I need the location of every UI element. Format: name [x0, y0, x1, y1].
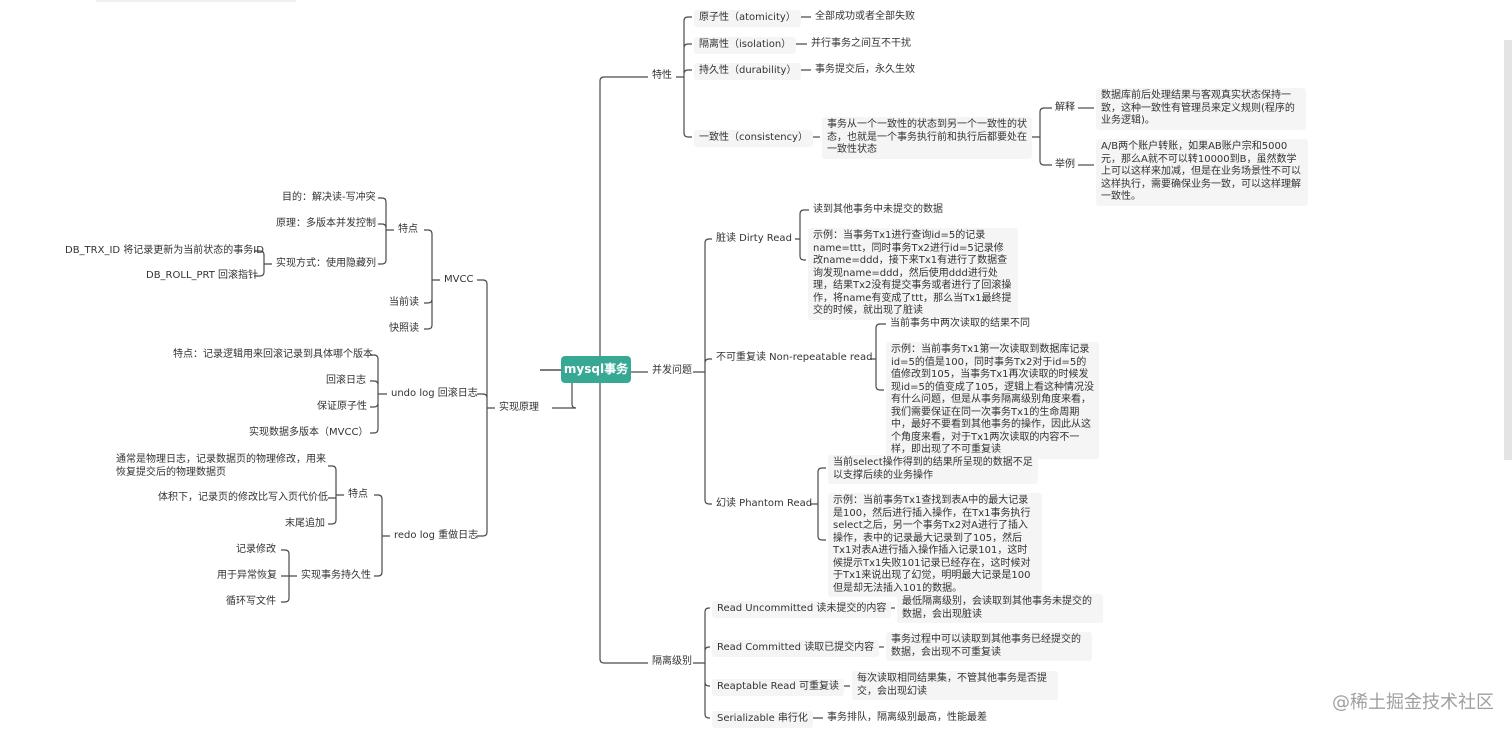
node-isolation[interactable]: 隔离性（isolation） — [694, 37, 797, 54]
text-example: A/B两个账户转账，如果AB账户宗和5000元，那么A就不可以转10000到B，… — [1096, 139, 1308, 206]
example-dirty-read: 示例：当事务Tx1进行查询id=5的记录name=ttt，同时事务Tx2进行id… — [808, 228, 1018, 320]
mvcc-roll-ptr: DB_ROLL_PRT 回滚指针 — [146, 270, 259, 281]
node-read-uncommitted[interactable]: Read Uncommitted 读未提交的内容 — [712, 601, 892, 618]
desc-consistency: 事务从一个一致性的状态到另一个一致性的状态，也就是一个事务执行前和执行后都要处在… — [822, 117, 1032, 159]
desc-read-committed: 事务过程中可以读取到其他事务已经提交的数据，会出现不可重复读 — [886, 632, 1092, 661]
node-explain[interactable]: 解释 — [1055, 102, 1075, 113]
undo-rollback: 回滚日志 — [326, 375, 366, 386]
redo-recover: 用于异常恢复 — [217, 570, 277, 581]
mvcc-goal: 目的：解决读-写冲突 — [282, 192, 376, 203]
node-implementation[interactable]: 实现原理 — [499, 402, 539, 413]
redo-branch — [374, 494, 390, 577]
node-redo-log[interactable]: redo log 重做日志 — [394, 530, 479, 541]
isolation-levels-branch — [693, 607, 710, 719]
node-read-committed[interactable]: Read Committed 读取已提交内容 — [712, 640, 880, 657]
redo-durable-branch — [281, 549, 297, 603]
node-example[interactable]: 举例 — [1055, 159, 1075, 170]
desc-nonrepeatable-read: 当前事务中两次读取的结果不同 — [890, 318, 1030, 329]
mvcc-principle: 原理：多版本并发控制 — [276, 218, 376, 229]
text-explain: 数据库前后处理结果与客观真实状态保持一致，这种一致性有管理员来定义规则(程序的业… — [1096, 88, 1306, 130]
node-repeatable-read[interactable]: Reaptable Read 可重复读 — [712, 679, 844, 696]
redo-record: 记录修改 — [236, 544, 276, 555]
desc-repeatable-read: 每次读取相同结果集，不管其他事务是否提交，会出现幻读 — [852, 671, 1058, 700]
undo-atomic: 保证原子性 — [317, 401, 367, 412]
root-node[interactable]: mysql事务 — [561, 356, 631, 383]
node-dirty-read[interactable]: 脏读 Dirty Read — [716, 233, 792, 244]
desc-read-uncommitted: 最低隔离级别，会读取到其他事务未提交的数据，会出现脏读 — [897, 594, 1103, 623]
node-atomicity[interactable]: 原子性（atomicity） — [694, 10, 801, 27]
consistency-branch — [1032, 107, 1052, 166]
node-durability[interactable]: 持久性（durability） — [694, 63, 802, 80]
features-branch — [676, 16, 692, 138]
mvcc-method: 实现方式：使用隐藏列 — [276, 258, 376, 269]
undo-feature: 特点：记录逻辑用来回滚记录到具体哪个版本 — [173, 349, 373, 360]
node-isolation-levels[interactable]: 隔离级别 — [652, 656, 692, 667]
redo-physical: 通常是物理日志，记录数据页的物理修改，用来恢复提交后的物理数据页 — [116, 454, 326, 478]
dirty-branch — [795, 209, 809, 261]
mvcc-trx-id: DB_TRX_ID 将记录更新为当前状态的事务ID — [65, 245, 264, 256]
redo-cycle: 循环写文件 — [226, 596, 276, 607]
node-serializable[interactable]: Serializable 串行化 — [712, 711, 813, 728]
node-concurrency[interactable]: 并发问题 — [652, 365, 692, 376]
example-phantom-read: 示例：当前事务Tx1查找到表A中的最大记录是100，然后进行插入操作，在Tx1事… — [828, 493, 1042, 597]
node-undo-log[interactable]: undo log 回滚日志 — [391, 388, 478, 399]
mvcc-branch — [424, 229, 440, 330]
node-redo-durable[interactable]: 实现事务持久性 — [301, 570, 371, 581]
concurrency-branch — [693, 238, 712, 505]
node-phantom-read[interactable]: 幻读 Phantom Read — [716, 498, 813, 509]
watermark: @稀土掘金技术社区 — [1332, 692, 1494, 713]
example-nonrepeatable-read: 示例：当前事务Tx1第一次读取到数据库记录id=5的值是100，同时事务Tx2对… — [886, 342, 1099, 459]
desc-isolation: 并行事务之间互不干扰 — [811, 38, 911, 49]
node-redo-feature[interactable]: 特点 — [348, 489, 368, 500]
undo-branch — [370, 354, 387, 434]
mvcc-feature-branch — [378, 197, 394, 265]
node-mvcc-feature[interactable]: 特点 — [398, 224, 418, 235]
desc-serializable: 事务排队，隔离级别最高，性能最差 — [827, 712, 987, 723]
redo-small: 体积下，记录页的修改比写入页代价低 — [158, 492, 328, 503]
desc-durability: 事务提交后，永久生效 — [815, 64, 915, 75]
redo-append: 末尾追加 — [285, 518, 325, 529]
undo-mvcc: 实现数据多版本（MVCC） — [249, 427, 369, 438]
redo-feature-branch — [328, 465, 344, 525]
node-snapshot-read[interactable]: 快照读 — [389, 323, 419, 334]
node-nonrepeatable-read[interactable]: 不可重复读 Non-repeatable read — [716, 352, 873, 363]
desc-phantom-read: 当前select操作得到的结果所呈现的数据不足以支撑后续的业务操作 — [828, 455, 1038, 484]
right-scrollbar[interactable] — [1504, 40, 1512, 460]
node-current-read[interactable]: 当前读 — [389, 297, 419, 308]
node-mvcc[interactable]: MVCC — [444, 274, 474, 285]
desc-dirty-read: 读到其他事务中未提交的数据 — [813, 204, 943, 215]
top-scroll-remnant — [96, 0, 296, 2]
impl-branch — [477, 279, 495, 537]
node-features[interactable]: 特性 — [652, 70, 672, 81]
desc-atomicity: 全部成功或者全部失败 — [815, 11, 915, 22]
node-consistency[interactable]: 一致性（consistency） — [694, 130, 813, 147]
